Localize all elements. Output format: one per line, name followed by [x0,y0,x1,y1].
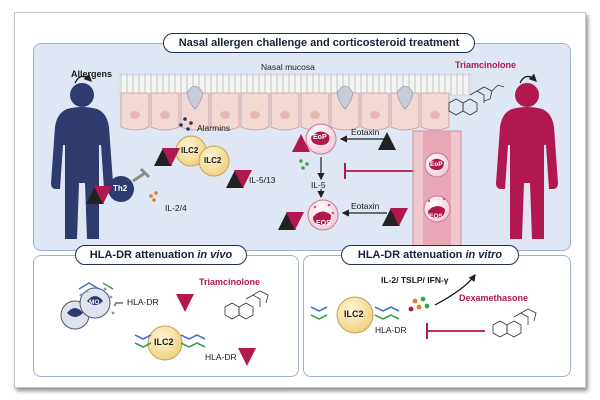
patient-silhouette-left [51,83,113,239]
blood-vessel [412,130,462,250]
hladr-label-vivo-1: HLA-DR [127,297,159,307]
vitro-title-main: HLA-DR attenuation [357,249,466,261]
ilc2-label-vivo: ILC2 [154,337,174,347]
vitro-title-em: in vitro [465,249,503,261]
cytokines-label: IL-2/ TSLP/ IFN-γ [381,275,449,285]
ilc2-label-vitro: ILC2 [344,309,364,319]
hladr-label-vitro: HLA-DR [375,325,407,335]
ilc2-label-a: ILC2 [181,146,199,155]
figure-frame: Nasal allergen challenge and corticoster… [14,12,586,388]
hladr-label-vivo-2: HLA-DR [205,352,237,362]
th2-cell [108,167,151,202]
nasal-mucosa-label: Nasal mucosa [261,62,315,72]
il5-label: IL-5 [311,180,326,190]
dexamethasone-structure [492,308,537,338]
ilc2-cell-vitro [310,296,400,334]
ilc2-label-b: ILC2 [204,156,222,165]
il513-label: IL-5/13 [249,175,276,185]
ilc2-cell-vivo [134,325,206,361]
triamcinolone-label-top: Triamcinolone [455,60,517,70]
ilc2-updown-arrows [154,148,180,166]
th2-label: Th2 [113,184,128,193]
cytokine-dots [408,296,430,312]
triamcinolone-label-vivo: Triamcinolone [199,277,261,287]
monocyte-cluster [60,282,117,330]
patient-silhouette-right [496,83,558,239]
th2-updown-arrows [86,186,112,204]
eos-cell-tissue [307,199,339,231]
eop-vessel-label: EoP [430,161,443,168]
eop-cell-tissue [305,123,337,155]
eos-vessel-label: EOS [429,213,443,220]
allergen-challenge-illustration [51,73,558,366]
vitro-panel-title: HLA-DR attenuation in vitro [341,245,519,265]
il513-updown-arrows [226,170,252,188]
triamcinolone-structure-2 [224,290,269,320]
vivo-title-em: in vivo [197,249,233,261]
ilc2-cells-top [175,135,230,177]
eotaxin-label-1: Eotaxin [351,127,380,137]
eotaxin-label-2: Eotaxin [351,201,380,211]
dexamethasone-label: Dexamethasone [459,293,529,303]
il24-label: IL-2/4 [165,203,187,213]
alarmins-label: Alarmins [197,123,231,133]
eop-label: EoP [313,134,327,141]
top-panel-title: Nasal allergen challenge and corticoster… [163,33,475,53]
mo-label: MO [89,299,100,306]
allergens-label: Allergens [71,69,113,79]
vivo-panel-title: HLA-DR attenuation in vivo [75,245,247,265]
triamcinolone-structure [448,84,505,116]
vivo-title-main: HLA-DR attenuation [89,249,198,261]
nasal-mucosa-epithelium [118,73,472,131]
eos-label: EOS [316,220,331,227]
hladr-vivo-panel [33,255,299,377]
